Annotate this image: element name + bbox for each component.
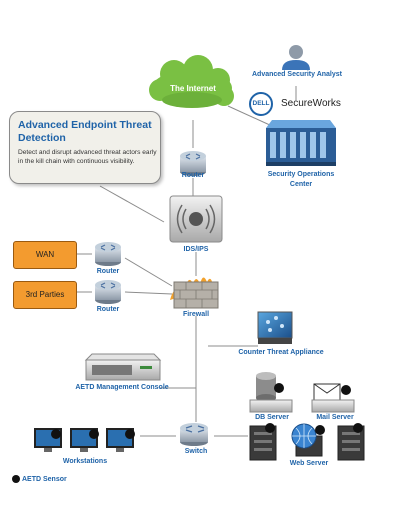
internet-label: The Internet	[170, 84, 216, 93]
connection-lines	[77, 86, 297, 437]
legend-label: AETD Sensor	[22, 476, 67, 483]
soc-server-rack-icon	[266, 120, 336, 166]
internet-cloud-icon	[149, 55, 234, 108]
workstations-label: Workstations	[62, 458, 108, 465]
soc-label-line2: Center	[289, 181, 313, 188]
dell-logo-text: DELL	[252, 100, 270, 107]
switch-icon	[180, 423, 208, 446]
firewall-label: Firewall	[182, 311, 210, 318]
mgmt-label: AETD Management Console	[75, 384, 169, 391]
aetd-callout: Advanced Endpoint Threat Detection Detec…	[9, 111, 161, 184]
brand-name: SecureWorks	[281, 98, 341, 109]
web-server-label: Web Server	[289, 460, 329, 467]
router-wan-label: Router	[96, 268, 120, 275]
ids-ips-appliance-icon	[169, 195, 223, 243]
counter-threat-appliance-icon	[257, 311, 293, 344]
soc-label-line1: Security Operations	[267, 171, 335, 178]
db-server-icon	[249, 372, 293, 413]
security-analyst-icon	[282, 45, 310, 70]
switch-label: Switch	[184, 448, 208, 455]
sensor-legend-icon	[12, 475, 20, 483]
callout-body: Detect and disrupt advanced threat actor…	[18, 149, 157, 165]
analyst-label: Advanced Security Analyst	[252, 71, 342, 78]
callout-title: Advanced Endpoint Threat Detection	[18, 119, 152, 144]
db-server-label: DB Server	[255, 414, 289, 421]
router-wan-icon	[95, 242, 121, 266]
wan-box: WAN	[13, 241, 77, 269]
router-top-icon	[180, 151, 206, 176]
firewall-icon	[170, 277, 219, 309]
router-top-label: Router	[181, 172, 205, 179]
router-3rd-icon	[95, 280, 121, 304]
ids-label: IDS/IPS	[183, 246, 209, 253]
server-cluster-icon	[249, 423, 365, 461]
dell-logo-icon	[249, 92, 273, 116]
mail-server-label: Mail Server	[316, 414, 354, 421]
management-console-server-icon	[84, 353, 162, 381]
mail-server-icon	[311, 383, 355, 413]
router-3rd-label: Router	[96, 306, 120, 313]
workstations-icon	[34, 428, 135, 452]
cta-label: Counter Threat Appliance	[238, 349, 324, 356]
third-parties-box: 3rd Parties	[13, 281, 77, 309]
